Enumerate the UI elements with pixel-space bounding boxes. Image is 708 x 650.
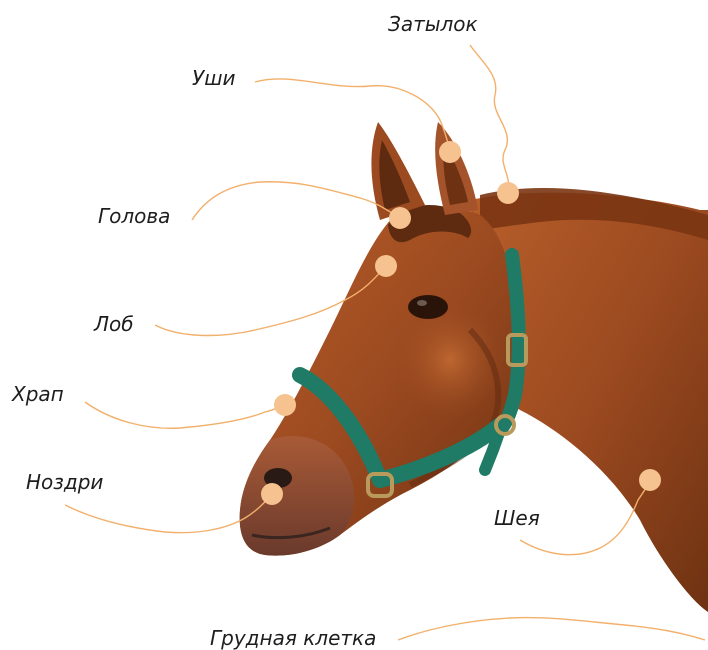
- marker-ears: [439, 141, 461, 163]
- marker-forehead: [375, 255, 397, 277]
- label-nostrils: Ноздри: [26, 472, 103, 492]
- label-chest: Грудная клетка: [210, 628, 376, 648]
- marker-snout: [274, 394, 296, 416]
- leader-ears: [255, 79, 450, 152]
- label-neck-top: Затылок: [388, 14, 478, 34]
- leader-snout: [85, 402, 285, 428]
- label-neck: Шея: [494, 508, 540, 528]
- leader-head: [192, 182, 400, 220]
- label-ears: Уши: [192, 68, 236, 88]
- marker-neck: [639, 469, 661, 491]
- marker-neck-top: [497, 182, 519, 204]
- label-snout: Храп: [12, 384, 64, 404]
- label-forehead: Лоб: [94, 314, 134, 334]
- leader-neck-top: [470, 45, 509, 193]
- marker-head: [389, 207, 411, 229]
- horse-eye-shine: [417, 300, 427, 306]
- label-head: Голова: [98, 206, 170, 226]
- horse-eye: [408, 295, 448, 319]
- leader-chest: [398, 618, 705, 640]
- marker-nostrils: [261, 483, 283, 505]
